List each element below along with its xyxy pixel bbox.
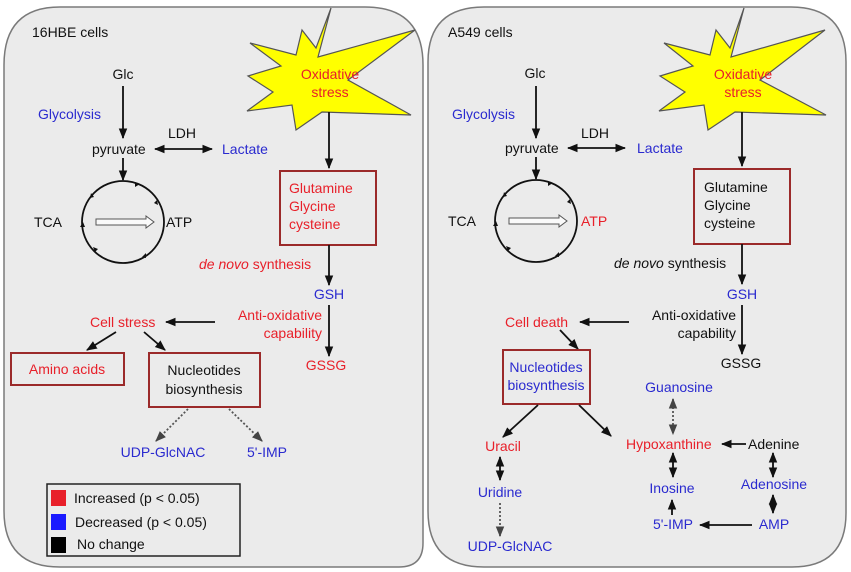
gssg-label: GSSG bbox=[721, 355, 761, 371]
nucleotides-biosynthesis-box bbox=[148, 352, 261, 408]
glc-label: Glc bbox=[113, 66, 134, 82]
glycolysis-label: Glycolysis bbox=[38, 106, 101, 122]
anti-oxidative-label-line2: capability bbox=[678, 325, 736, 341]
legend-swatch-decreased bbox=[51, 514, 66, 530]
glycolysis-label: Glycolysis bbox=[452, 106, 515, 122]
stress-label-line2: stress bbox=[724, 84, 761, 100]
imp-label: 5'-IMP bbox=[653, 516, 693, 532]
nucleotides-label-line1: Nucleotides bbox=[509, 359, 582, 375]
oxidative-stress-burst-icon bbox=[246, 7, 416, 132]
cysteine-label: cysteine bbox=[704, 215, 756, 231]
glycine-label: Glycine bbox=[289, 198, 336, 214]
panel-16hbe: 16HBE cells Glc Glycolysis LDH pyruvate … bbox=[3, 6, 424, 568]
amp-label: AMP bbox=[759, 516, 789, 532]
panel-a549: A549 cells Glc Glycolysis LDH pyruvate L… bbox=[427, 6, 847, 568]
oxidative-stress-burst-icon bbox=[658, 7, 827, 132]
ldh-label: LDH bbox=[168, 125, 196, 141]
nucleotides-to-udp-dotted-arrow bbox=[155, 408, 189, 442]
nucleotides-label-line2: biosynthesis bbox=[507, 377, 584, 393]
glutamine-label: Glutamine bbox=[289, 180, 353, 196]
glc-label: Glc bbox=[525, 65, 546, 81]
hypoxanthine-label: Hypoxanthine bbox=[626, 436, 712, 452]
inosine-label: Inosine bbox=[649, 480, 694, 496]
glutamine-glycine-cysteine-box bbox=[279, 170, 377, 246]
stress-label-line2: stress bbox=[311, 84, 348, 100]
tca-cycle-circle bbox=[494, 179, 578, 263]
tca-label: TCA bbox=[448, 213, 477, 229]
atp-label: ATP bbox=[581, 213, 607, 229]
udp-glcnac-label: UDP-GlcNAC bbox=[121, 444, 206, 460]
cell-stress-to-amino-acids-arrow bbox=[86, 331, 117, 351]
legend-label-no-change: No change bbox=[77, 536, 145, 552]
legend-label-increased: Increased (p < 0.05) bbox=[74, 490, 200, 506]
anti-oxidative-label-line1: Anti-oxidative bbox=[652, 307, 736, 323]
cell-death-label: Cell death bbox=[505, 314, 568, 330]
nucleotides-to-uracil-arrow bbox=[502, 404, 539, 438]
cysteine-label: cysteine bbox=[289, 216, 341, 232]
de-novo-synthesis-label: de novo synthesis bbox=[614, 255, 726, 271]
legend-swatch-no-change bbox=[51, 537, 66, 553]
nucleotides-to-hypoxanthine-arrow bbox=[578, 404, 612, 437]
stress-label-line1: Oxidative bbox=[714, 66, 773, 82]
uridine-label: Uridine bbox=[478, 484, 523, 500]
nucleotides-label-line2: biosynthesis bbox=[165, 381, 242, 397]
lactate-label: Lactate bbox=[637, 140, 683, 156]
gssg-label: GSSG bbox=[306, 357, 346, 373]
gsh-label: GSH bbox=[727, 286, 757, 302]
cell-death-to-nucleotides-arrow bbox=[559, 329, 579, 350]
anti-oxidative-label-line2: capability bbox=[264, 325, 322, 341]
tca-cycle-circle bbox=[81, 180, 165, 264]
nucleotides-label-line1: Nucleotides bbox=[167, 362, 240, 378]
ldh-label: LDH bbox=[581, 125, 609, 141]
legend: Increased (p < 0.05) Decreased (p < 0.05… bbox=[46, 483, 241, 557]
pyruvate-label: pyruvate bbox=[92, 141, 146, 157]
panel-title: 16HBE cells bbox=[32, 24, 108, 40]
adenine-label: Adenine bbox=[748, 436, 800, 452]
panel-background bbox=[3, 6, 424, 568]
legend-label-decreased: Decreased (p < 0.05) bbox=[75, 514, 207, 530]
tca-atp-hollow-arrow bbox=[508, 214, 568, 228]
legend-frame bbox=[46, 483, 241, 557]
panel-title: A549 cells bbox=[448, 24, 513, 40]
cell-stress-label: Cell stress bbox=[90, 314, 155, 330]
amino-acids-label: Amino acids bbox=[29, 361, 105, 377]
de-novo-synthesis-label: de novo synthesis bbox=[199, 256, 311, 272]
tca-cycle-arrowheads bbox=[493, 181, 571, 257]
atp-label: ATP bbox=[166, 214, 192, 230]
udp-glcnac-label: UDP-GlcNAC bbox=[468, 538, 553, 554]
guanosine-label: Guanosine bbox=[645, 379, 713, 395]
cell-stress-to-nucleotides-arrow bbox=[143, 331, 166, 351]
glycine-label: Glycine bbox=[704, 197, 751, 213]
tca-atp-hollow-arrow bbox=[95, 215, 155, 229]
tca-label: TCA bbox=[34, 214, 63, 230]
tca-cycle-arrowheads bbox=[80, 182, 158, 258]
imp-label: 5'-IMP bbox=[247, 444, 287, 460]
adenosine-label: Adenosine bbox=[741, 476, 807, 492]
anti-oxidative-label-line1: Anti-oxidative bbox=[238, 307, 322, 323]
nucleotides-biosynthesis-box bbox=[502, 349, 591, 405]
pyruvate-label: pyruvate bbox=[505, 140, 559, 156]
uracil-label: Uracil bbox=[485, 438, 521, 454]
lactate-label: Lactate bbox=[222, 141, 268, 157]
glutamine-label: Glutamine bbox=[704, 179, 768, 195]
stress-label-line1: Oxidative bbox=[301, 66, 360, 82]
gsh-label: GSH bbox=[314, 286, 344, 302]
amino-acids-box bbox=[10, 352, 125, 386]
legend-swatch-increased bbox=[51, 490, 66, 506]
